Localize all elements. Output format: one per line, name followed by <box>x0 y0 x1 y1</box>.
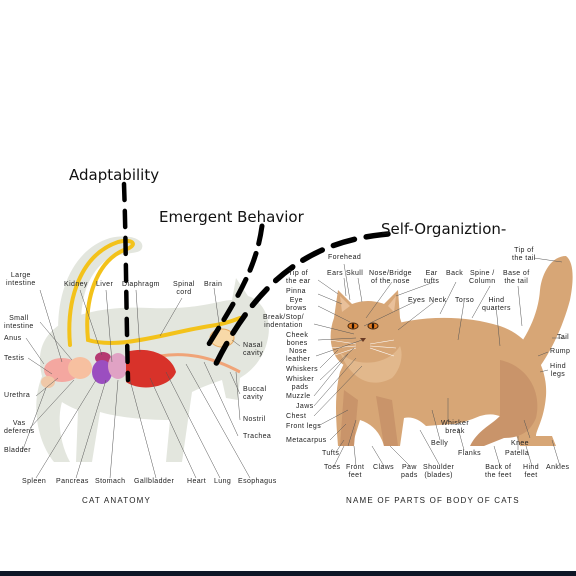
anatomy-liver-purple <box>92 360 112 384</box>
label-break-stop: Break/Stop/indentation <box>263 314 304 329</box>
fluffy-cat-front-leg-left <box>340 390 358 446</box>
anatomy-leader-lines <box>21 287 251 479</box>
label-bladder: Bladder <box>4 447 31 454</box>
label-nostril: Nostril <box>243 416 266 423</box>
label-diaphragm: Diaphragm <box>122 281 160 288</box>
anatomy-cat-hind-leg <box>36 372 70 462</box>
label-pancreas: Pancreas <box>56 478 89 485</box>
anatomy-cat-illustration <box>36 236 269 462</box>
label-belly: Belly <box>431 440 449 447</box>
label-metacarpus: Metacarpus <box>286 437 327 444</box>
emergent-behavior-dashed-line <box>201 223 265 355</box>
label-forehead: Forehead <box>328 254 362 261</box>
label-lung: Lung <box>214 478 232 485</box>
anatomy-heart-lung <box>126 349 176 388</box>
fluffy-cat-chest-ruff <box>340 346 402 383</box>
fluffy-cat-ear-inner-right <box>388 296 396 312</box>
caption-cat-anatomy: CAT ANATOMY <box>82 496 152 505</box>
label-chest: Chest <box>286 413 307 420</box>
label-shoulder-blades: Shoulder(blades) <box>423 464 455 479</box>
label-jaws: Jaws <box>296 403 314 410</box>
label-brain: Brain <box>204 281 223 288</box>
label-neck: Neck <box>429 297 447 304</box>
anatomy-intestine-small <box>68 357 92 379</box>
fluffy-cat-nose <box>360 338 366 342</box>
label-ankles: Ankles <box>546 464 570 471</box>
fluffy-cat-pupil-left <box>351 323 355 329</box>
label-stomach: Stomach <box>95 478 126 485</box>
body-parts-leader-lines <box>313 257 566 467</box>
label-knee: Knee <box>511 440 529 447</box>
label-urethra: Urethra <box>4 392 31 399</box>
label-whiskers: Whiskers <box>286 366 318 373</box>
anatomy-stomach <box>108 353 128 379</box>
label-testis: Testis <box>4 355 25 362</box>
adaptability-dashed-line <box>121 181 131 383</box>
anatomy-spinal-cord <box>67 239 242 347</box>
bottom-edge-bar <box>0 571 576 576</box>
label-front-legs: Front legs <box>286 423 322 430</box>
self-organization-annotation: Self-Organiztion- <box>381 220 507 238</box>
label-flanks: Flanks <box>458 450 482 457</box>
label-spleen: Spleen <box>22 478 47 485</box>
label-toes: Toes <box>324 464 341 471</box>
label-rump: Rump <box>550 348 571 355</box>
caption-name-of-parts: NAME OF PARTS OF BODY OF CATS <box>346 496 520 505</box>
emergent-behavior-annotation: Emergent Behavior <box>159 208 304 226</box>
self-organization-dashed-line <box>209 231 391 375</box>
annotation-dash-strokes <box>121 181 391 383</box>
label-patella: Patella <box>505 450 530 457</box>
label-muzzle: Muzzle <box>286 393 311 400</box>
label-pinna: Pinna <box>286 288 306 295</box>
label-back: Back <box>446 270 464 277</box>
label-heart: Heart <box>187 478 207 485</box>
label-anus: Anus <box>4 335 22 342</box>
label-liver: Liver <box>96 281 114 288</box>
anatomy-esophagus <box>159 353 241 374</box>
label-gallbladder: Gallbladder <box>134 478 175 485</box>
label-claws: Claws <box>373 464 395 471</box>
label-torso: Torso <box>455 297 475 304</box>
fluffy-cat-pupil-right <box>371 323 375 329</box>
adaptability-annotation: Adaptability <box>69 166 160 184</box>
anatomy-bladder <box>41 376 55 388</box>
label-skull: Skull <box>346 270 364 277</box>
label-esophagus: Esophagus <box>238 478 277 485</box>
label-spine-column: Spine /Column <box>469 270 496 285</box>
fluffy-cat-front-leg-right <box>376 396 398 446</box>
fluffy-cat-illustration <box>329 256 573 446</box>
label-tail: Tail <box>557 334 570 341</box>
label-tufts: Tufts <box>322 450 340 457</box>
label-ears: Ears <box>327 270 343 277</box>
fluffy-cat-hind-leg <box>470 360 538 446</box>
fluffy-cat-ear-inner-left <box>340 296 350 312</box>
label-trachea: Trachea <box>243 433 272 440</box>
label-kidney: Kidney <box>64 281 88 288</box>
label-eyes: Eyes <box>408 297 426 304</box>
